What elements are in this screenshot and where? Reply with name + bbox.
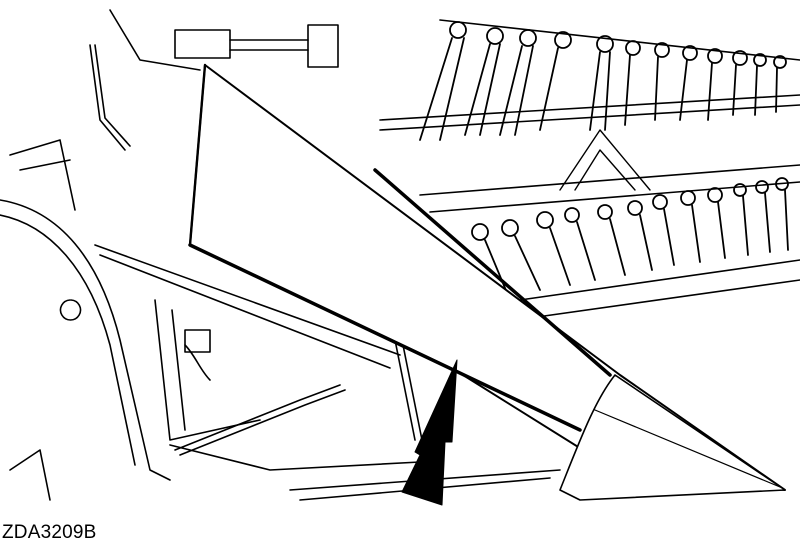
header-frame: [0, 9, 561, 501]
reel-assembly: [379, 19, 800, 319]
figure-label: ZDA3209B: [2, 522, 97, 543]
crop-divider: [188, 63, 786, 501]
up-arrow-icon: [401, 359, 458, 506]
